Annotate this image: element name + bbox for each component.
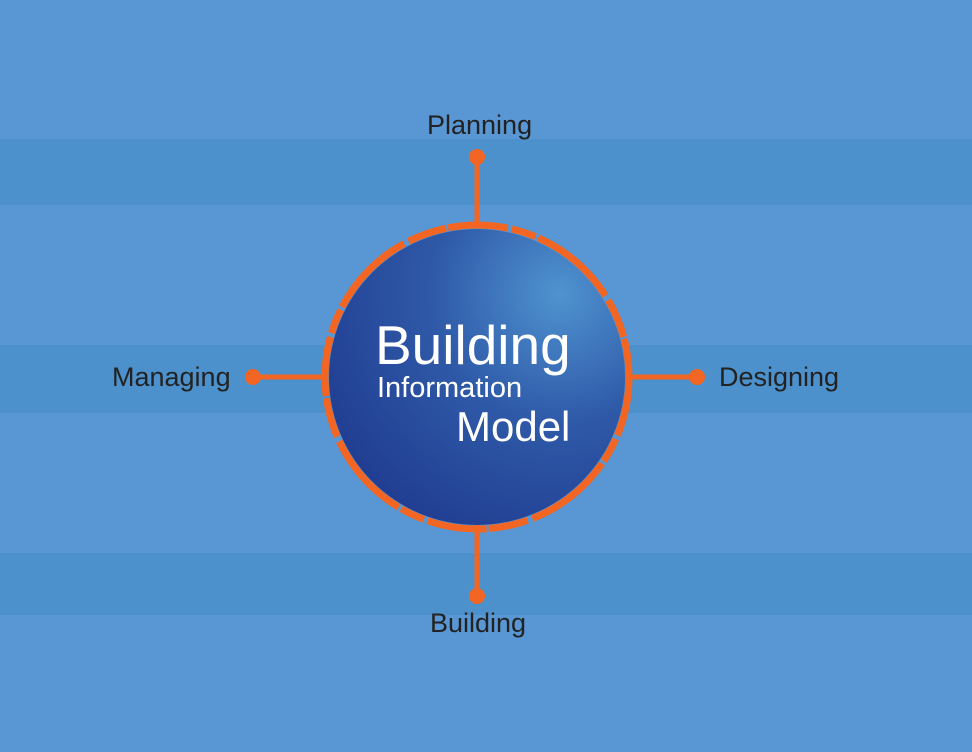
connector-bottom <box>469 525 485 604</box>
node-label-building: Building <box>430 608 527 638</box>
node-dot-left <box>245 369 261 385</box>
node-label-planning: Planning <box>427 110 533 140</box>
node-label-designing: Designing <box>719 362 840 392</box>
node-dot-bottom <box>469 588 485 604</box>
center-title-model: Model <box>456 403 571 450</box>
sphere <box>329 229 625 525</box>
center-title-building: Building <box>375 314 571 376</box>
orange-ring <box>321 221 633 533</box>
background-band <box>0 553 972 615</box>
connector-right <box>626 369 705 385</box>
center-title-information: Information <box>377 372 523 404</box>
connector-top <box>469 149 485 228</box>
node-dot-right <box>689 369 705 385</box>
node-label-managing: Managing <box>112 362 231 392</box>
connector-left <box>245 369 328 385</box>
background-band <box>0 139 972 205</box>
node-dot-top <box>469 149 485 165</box>
